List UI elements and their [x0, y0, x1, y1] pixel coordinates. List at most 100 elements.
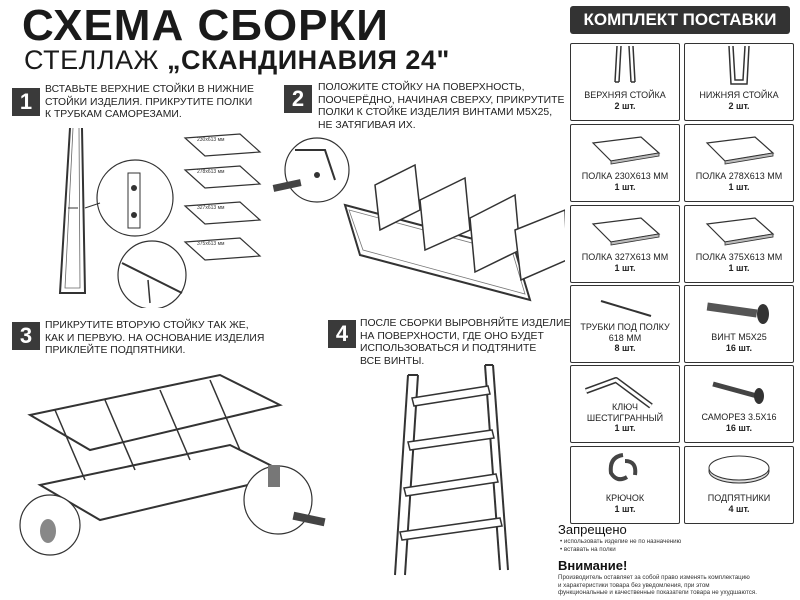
step-4-line: ВСЕ ВИНТЫ. — [360, 355, 425, 367]
page-title: СХЕМА СБОРКИ — [22, 1, 389, 50]
kit-item-qty: 1 шт. — [614, 503, 636, 514]
step-4-text: ПОСЛЕ СБОРКИ ВЫРОВНЯЙТЕ ИЗДЕЛИЕ НА ПОВЕР… — [360, 318, 570, 368]
attention-title: Внимание! — [558, 558, 628, 573]
kit-item-qty: 1 шт. — [728, 181, 750, 192]
kit-header: КОМПЛЕКТ ПОСТАВКИ — [570, 6, 790, 34]
step-1-shelves — [183, 133, 262, 261]
kit-item-label: ПОЛКА 278х613 мм1 шт. — [685, 171, 793, 192]
kit-item-label: САМОРЕЗ 3.5х1616 шт. — [685, 412, 793, 433]
shelf-icon — [705, 136, 775, 165]
step-3-line: ПРИКРУТИТЕ ВТОРУЮ СТОЙКУ ТАК ЖЕ, — [45, 320, 249, 331]
prohibited-item-text: вставать на полки — [563, 545, 616, 553]
kit-item-qty: 8 шт. — [614, 343, 636, 353]
kit-item-name: ПОЛКА 375х613 мм — [695, 252, 783, 262]
kit-item-name: ПОЛКА 327х613 мм — [581, 252, 669, 262]
step-1-illustration — [58, 127, 187, 308]
shelf-size-label: 375х613 мм — [197, 241, 225, 247]
prohibited-item: • использовать изделие не по назначению — [560, 538, 682, 545]
step-3-line: КАК И ПЕРВУЮ. НА ОСНОВАНИЕ ИЗДЕЛИЯ — [45, 332, 265, 344]
kit-item: ПОЛКА 375х613 мм1 шт. — [684, 205, 794, 283]
step-1-number: 1 — [12, 88, 40, 116]
hex-key-icon — [584, 377, 653, 409]
step-2-number: 2 — [284, 85, 312, 113]
kit-item: ПОЛКА 327х613 мм1 шт. — [570, 205, 680, 283]
kit-item-qty: 16 шт. — [725, 422, 753, 433]
step-1-text: ВСТАВЬТЕ ВЕРХНИЕ СТОЙКИ В НИЖНИЕ СТОЙКИ … — [45, 84, 254, 122]
step-3-text: ПРИКРУТИТЕ ВТОРУЮ СТОЙКУ ТАК ЖЕ, КАК И П… — [45, 320, 264, 358]
self-tapping-screw-icon — [712, 381, 764, 404]
step-4-line: ИСПОЛЬЗОВАТЬСЯ И ПОДТЯНИТЕ — [360, 343, 537, 354]
kit-item: САМОРЕЗ 3.5х1616 шт. — [684, 365, 794, 443]
upper-post-icon — [614, 45, 636, 83]
kit-item-qty: 16 шт. — [725, 342, 753, 353]
kit-item-qty: 1 шт. — [614, 423, 636, 433]
kit-item-name-2: 618 мм — [608, 332, 642, 343]
attention-line: и характеристики товара без уведомления,… — [558, 581, 710, 589]
kit-item-name: КРЮЧОК — [605, 493, 645, 503]
kit-item-qty: 4 шт. — [728, 503, 750, 514]
prohibited-list: • использовать изделие не по назначению … — [560, 538, 681, 553]
page-subtitle: СТЕЛЛАЖ „СКАНДИНАВИЯ 24" — [24, 44, 450, 76]
kit-item-label: ВИНТ М5х2516 шт. — [685, 332, 793, 353]
step-2-line: ПОЛКИ К СТОЙКЕ ИЗДЕЛИЯ ВИНТАМИ М5х25, — [318, 107, 553, 118]
kit-item-qty: 1 шт. — [614, 181, 636, 192]
kit-item-label: ПОЛКА 230х613 мм1 шт. — [571, 171, 679, 192]
prohibited-item-text: использовать изделие не по назначению — [563, 538, 682, 545]
lower-post-icon — [728, 45, 750, 85]
step-3-illustration — [19, 373, 326, 556]
step-1-line: К ТРУБКАМ САМОРЕЗАМИ. — [45, 109, 182, 120]
kit-item-name: ВИНТ М5х25 — [711, 332, 767, 342]
screw-icon — [706, 302, 769, 324]
step-1-line: СТОЙКИ ИЗДЕЛИЯ. ПРИКРУТИТЕ ПОЛКИ — [45, 96, 253, 108]
kit-item-qty: 1 шт. — [614, 262, 636, 273]
kit-item-name: ПОЛКА 230х613 мм — [581, 171, 669, 181]
kit-item-label: ПОЛКА 375х613 мм1 шт. — [685, 252, 793, 273]
kit-item-name: САМОРЕЗ 3.5х16 — [701, 412, 777, 422]
attention-line: Производитель оставляет за собой право и… — [558, 574, 750, 581]
shelf-size-label: 327х613 мм — [197, 205, 225, 211]
kit-item-name: ПОДПЯТНИКИ — [707, 493, 771, 503]
shelf-icon — [591, 136, 661, 165]
kit-item-name-2: ШЕСТИГРАННЫЙ — [586, 412, 664, 423]
kit-item: ПОЛКА 278х613 мм1 шт. — [684, 124, 794, 202]
kit-item-qty: 1 шт. — [728, 262, 750, 273]
kit-item-name: КЛЮЧ — [612, 402, 638, 412]
shelf-size-label: 278х613 мм — [197, 169, 225, 175]
step-2-line: ПООЧЕРЁДНО, НАЧИНАЯ СВЕРХУ, ПРИКРУТИТЕ — [318, 94, 565, 106]
step-3-line: ПРИКЛЕЙТЕ ПОДПЯТНИКИ. — [45, 345, 186, 356]
step-4-line: НА ПОВЕРХНОСТИ, ГДЕ ОНО БУДЕТ — [360, 330, 544, 342]
hook-icon — [608, 453, 638, 482]
step-2-illustration — [272, 137, 565, 310]
prohibited-item: • вставать на полки — [560, 545, 616, 553]
kit-item-label: ПОЛКА 327х613 мм1 шт. — [571, 252, 679, 273]
subtitle-prefix: СТЕЛЛАЖ — [24, 45, 159, 75]
step-4-line: ПОСЛЕ СБОРКИ ВЫРОВНЯЙТЕ ИЗДЕЛИЕ — [360, 318, 571, 329]
shelf-size-label: 230х613 мм — [197, 137, 225, 143]
kit-item-qty: 2 шт. — [728, 100, 750, 111]
kit-item-name: ПОЛКА 278х613 мм — [695, 171, 783, 181]
step-4-number: 4 — [328, 320, 356, 348]
kit-item: ПОЛКА 230х613 мм1 шт. — [570, 124, 680, 202]
step-2-text: ПОЛОЖИТЕ СТОЙКУ НА ПОВЕРХНОСТЬ, ПООЧЕРЁД… — [318, 82, 564, 132]
shelf-icon — [591, 217, 661, 246]
subtitle-name: „СКАНДИНАВИЯ 24" — [167, 45, 450, 75]
kit-item: ВИНТ М5х2516 шт. — [684, 285, 794, 363]
step-2-line: НЕ ЗАТЯГИВАЯ ИХ. — [318, 119, 416, 131]
foot-pad-icon — [708, 455, 770, 484]
step-1-line: ВСТАВЬТЕ ВЕРХНИЕ СТОЙКИ В НИЖНИЕ — [45, 84, 254, 95]
prohibited-title: Запрещено — [558, 522, 627, 537]
kit-item-name: ВЕРХНЯЯ СТОЙКА — [584, 90, 666, 100]
shelf-icon — [705, 217, 775, 246]
